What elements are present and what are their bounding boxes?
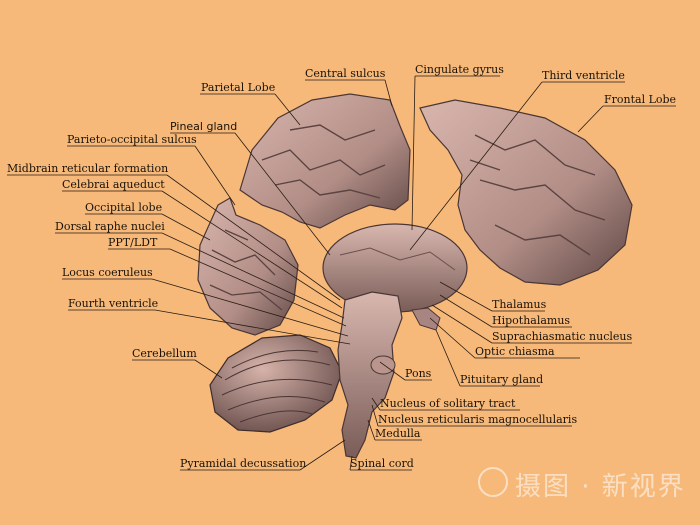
label-occipital-lobe: Occipital lobe [85,201,163,214]
label-dorsal-raphe-nuclei: Dorsal raphe nuclei [55,220,165,233]
pituitary-shape [411,307,441,331]
label-central-sulcus: Central sulcus [305,67,386,80]
label-parieto-occipital-sulcus: Parieto-occipital sulcus [67,133,197,146]
label-locus-coeruleus: Locus coeruleus [62,266,153,279]
label-cerebellum: Cerebellum [132,347,197,360]
label-cingulate-gyrus: Cingulate gyrus [415,63,504,76]
parietal-lobe-shape [239,93,411,229]
label-thalamus: Thalamus [492,298,547,311]
label-suprachiasmatic-nucleus: Suprachiasmatic nucleus [492,330,633,343]
label-ppt-ldt: PPT/LDT [108,236,158,249]
leader-lines [7,75,676,471]
label-medulla: Medulla [375,427,421,440]
watermark-text: 摄图 · 新视界 [515,472,686,502]
label-nucleus-solitary-tract: Nucleus of solitary tract [380,397,516,410]
label-pons: Pons [405,367,432,380]
cerebellum-shape [209,334,343,433]
label-spinal-cord: Spinal cord [350,457,414,470]
brainstem-shape [337,291,403,459]
label-pineal-gland: Pineal gland [170,120,238,133]
label-hipothalamus: Hipothalamus [492,314,571,327]
label-third-ventricle: Third ventricle [542,69,625,82]
occipital-lobe-shape [197,197,299,336]
label-pyramidal-decussation: Pyramidal decussation [180,457,307,470]
label-midbrain-reticular-formation: Midbrain reticular formation [7,162,169,175]
label-frontal-lobe: Frontal Lobe [604,93,677,106]
label-parietal-lobe: Parietal Lobe [201,81,276,94]
label-nucleus-reticularis: Nucleus reticularis magnocellularis [378,413,578,426]
label-celebrai-aqueduct: Celebrai aqueduct [62,178,165,191]
label-optic-chiasma: Optic chiasma [475,345,555,358]
label-pituitary-gland: Pituitary gland [460,373,544,386]
frontal-lobe-shape [419,99,633,286]
watermark-logo-icon [478,467,508,497]
label-fourth-ventricle: Fourth ventricle [68,297,159,310]
